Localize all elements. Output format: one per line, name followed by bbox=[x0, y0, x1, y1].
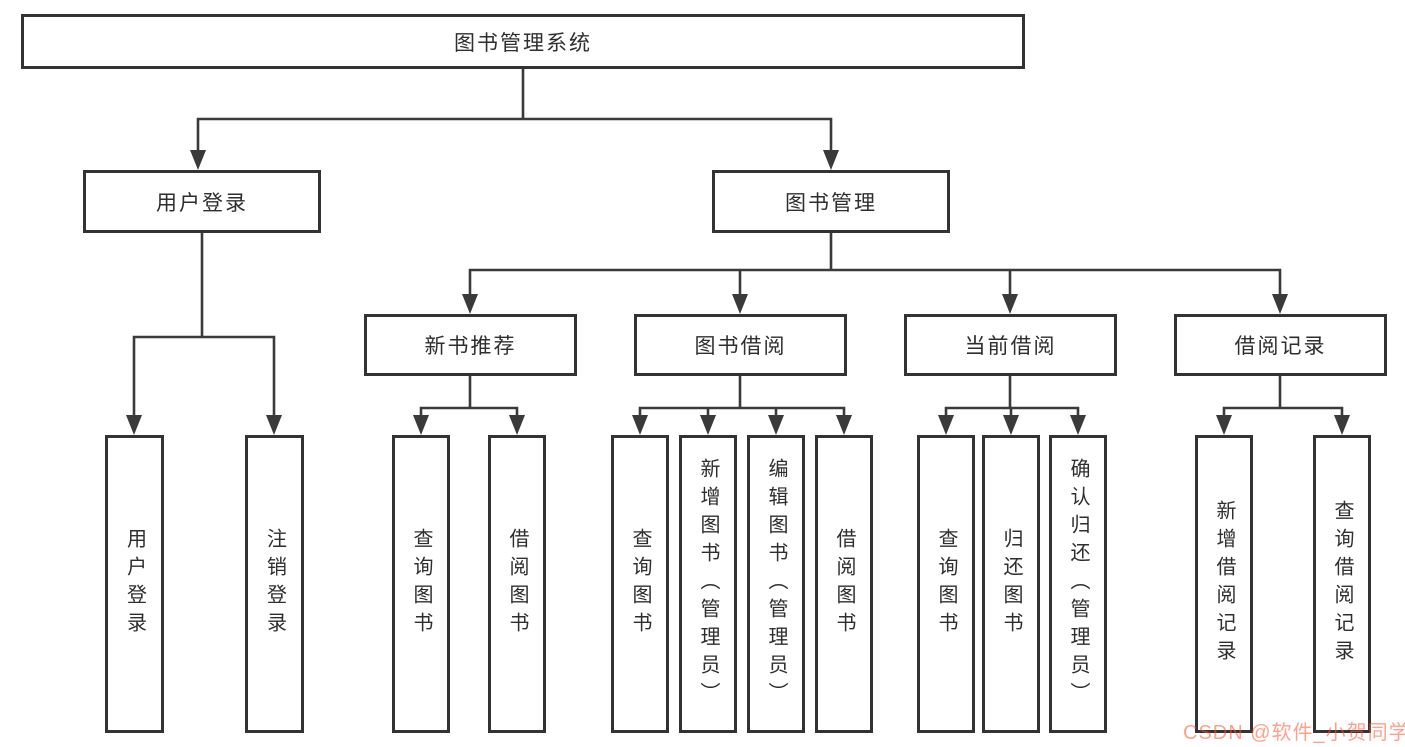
leaf-logout: 注销登录 bbox=[245, 435, 304, 733]
leaf-query-books-1: 查询图书 bbox=[392, 435, 450, 733]
leaf-edit-books-admin-label: 编辑图书（管理员） bbox=[765, 458, 787, 710]
leaf-add-books-admin-label: 新增图书（管理员） bbox=[697, 458, 719, 710]
leaf-query-books-3: 查询图书 bbox=[917, 435, 975, 733]
leaf-add-borrow-record: 新增借阅记录 bbox=[1195, 435, 1253, 733]
leaf-borrow-books-1-label: 借阅图书 bbox=[506, 528, 528, 640]
node-book-management: 图书管理 bbox=[712, 170, 950, 233]
node-book-borrow: 图书借阅 bbox=[634, 314, 847, 376]
leaf-query-borrow-record: 查询借阅记录 bbox=[1313, 435, 1371, 733]
leaf-borrow-books-2: 借阅图书 bbox=[815, 435, 873, 733]
node-book-borrow-label: 图书借阅 bbox=[694, 335, 787, 358]
node-borrow-records: 借阅记录 bbox=[1174, 314, 1387, 376]
leaf-user-login: 用户登录 bbox=[105, 435, 164, 733]
node-user-login-label: 用户登录 bbox=[156, 191, 248, 215]
leaf-return-books-label: 归还图书 bbox=[1000, 528, 1022, 640]
leaf-confirm-return-admin: 确认归还（管理员） bbox=[1049, 435, 1107, 733]
leaf-query-books-2: 查询图书 bbox=[611, 435, 669, 733]
leaf-confirm-return-admin-label: 确认归还（管理员） bbox=[1067, 458, 1089, 710]
node-new-book-recommend: 新书推荐 bbox=[364, 314, 577, 376]
node-new-book-recommend-label: 新书推荐 bbox=[424, 335, 517, 358]
csdn-watermark: CSDN @软件_小贺同学 bbox=[1183, 722, 1405, 744]
leaf-add-borrow-record-label: 新增借阅记录 bbox=[1213, 500, 1235, 668]
node-root: 图书管理系统 bbox=[21, 14, 1025, 69]
leaf-query-books-2-label: 查询图书 bbox=[629, 528, 651, 640]
leaf-user-login-label: 用户登录 bbox=[123, 528, 146, 640]
node-current-borrow-label: 当前借阅 bbox=[964, 335, 1057, 358]
node-book-management-label: 图书管理 bbox=[785, 191, 877, 215]
arrow-head-icons bbox=[126, 150, 1350, 435]
connector-paths bbox=[132, 68, 1344, 421]
leaf-query-borrow-record-label: 查询借阅记录 bbox=[1331, 500, 1353, 668]
node-borrow-records-label: 借阅记录 bbox=[1234, 335, 1327, 358]
leaf-edit-books-admin: 编辑图书（管理员） bbox=[747, 435, 805, 733]
node-root-label: 图书管理系统 bbox=[454, 31, 592, 55]
leaf-query-books-1-label: 查询图书 bbox=[410, 528, 432, 640]
leaf-borrow-books-1: 借阅图书 bbox=[488, 435, 546, 733]
leaf-add-books-admin: 新增图书（管理员） bbox=[679, 435, 737, 733]
leaf-borrow-books-2-label: 借阅图书 bbox=[833, 528, 855, 640]
leaf-logout-label: 注销登录 bbox=[263, 528, 286, 640]
leaf-return-books: 归还图书 bbox=[982, 435, 1040, 733]
node-user-login: 用户登录 bbox=[83, 170, 321, 233]
node-current-borrow: 当前借阅 bbox=[904, 314, 1117, 376]
leaf-query-books-3-label: 查询图书 bbox=[935, 528, 957, 640]
